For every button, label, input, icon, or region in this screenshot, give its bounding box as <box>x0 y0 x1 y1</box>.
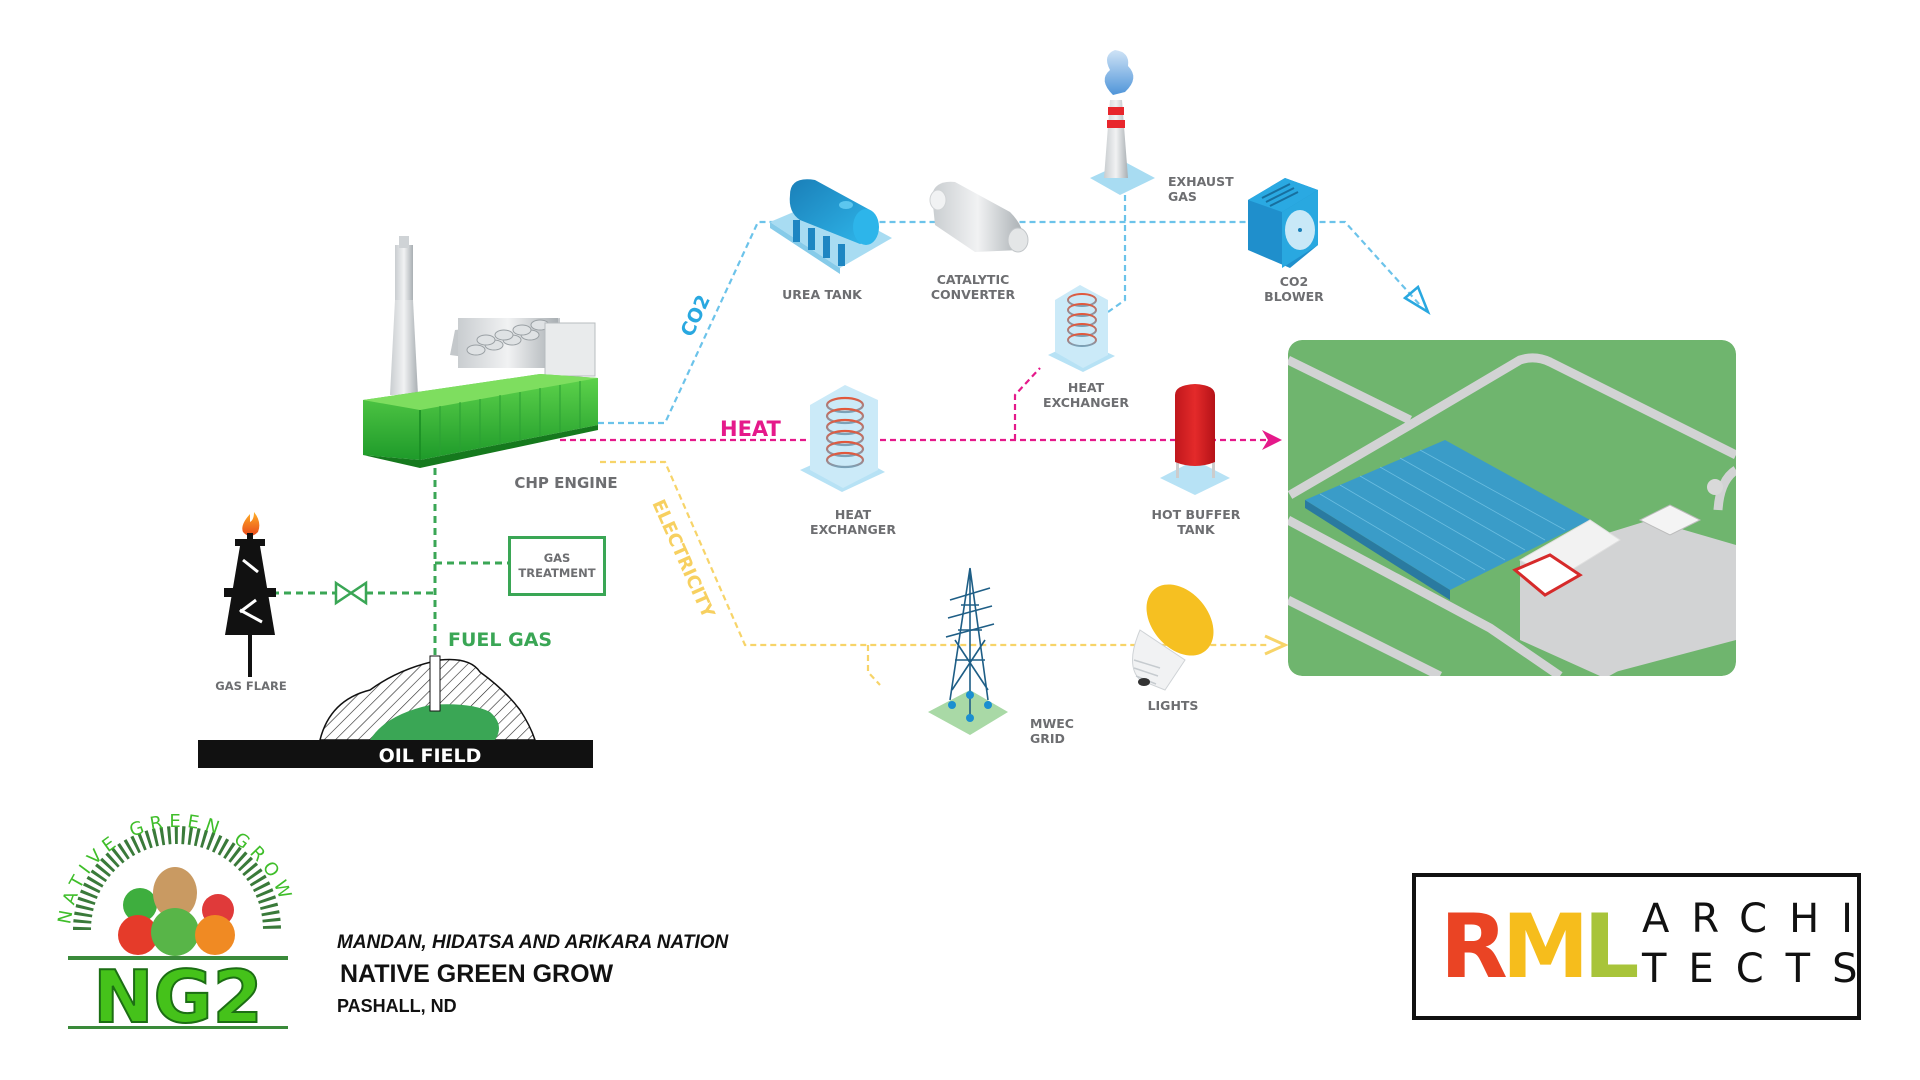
gas-flare-label: GAS FLARE <box>215 679 287 693</box>
heat-flow-line <box>560 367 1268 442</box>
gas-treatment-label-2: TREATMENT <box>518 566 596 580</box>
fuel-gas-flow-label: FUEL GAS <box>448 629 552 651</box>
rml-letter-r: R <box>1440 895 1508 998</box>
catalytic-converter-label-2: CONVERTER <box>931 287 1016 302</box>
greenhouse-site-plan <box>1288 340 1736 676</box>
heat-exchanger-main-label-1: HEAT <box>835 507 872 522</box>
rml-letter-l: L <box>1583 895 1639 998</box>
lights-label: LIGHTS <box>1148 698 1199 713</box>
fuel-gas-line <box>272 468 508 712</box>
gas-flare <box>224 512 276 677</box>
nation-name: MANDAN, HIDATSA AND ARIKARA NATION <box>337 932 729 953</box>
co2-blower-label-2: BLOWER <box>1264 289 1324 304</box>
co2-arrow-head <box>1402 284 1431 316</box>
urea-tank <box>770 179 892 274</box>
co2-flow-label: CO2 <box>677 292 715 341</box>
ng2-mark: NG2 <box>93 955 262 1039</box>
exhaust-gas-label-2: GAS <box>1168 189 1197 204</box>
gas-treatment-label-1: GAS <box>543 551 571 565</box>
ng2-logo: NG2 NATIVE GREEN GROW <box>54 811 291 1040</box>
heat-exchanger-top-label-2: EXCHANGER <box>1043 395 1129 410</box>
heat-flow-label: HEAT <box>720 417 782 441</box>
heat-exchanger-top-label-1: HEAT <box>1068 380 1105 395</box>
co2-blower <box>1248 178 1318 268</box>
heat-arrow-head <box>1262 430 1282 450</box>
heat-exchanger-main <box>800 385 885 492</box>
chp-engine <box>363 236 598 468</box>
urea-tank-label: UREA TANK <box>782 287 863 302</box>
mwec-grid-label-2: GRID <box>1030 731 1065 746</box>
co2-flow-line <box>598 195 1421 425</box>
mwec-grid-tower <box>928 567 1008 735</box>
hot-buffer-tank-label-1: HOT BUFFER <box>1152 507 1241 522</box>
rml-word-line-2: TECTS <box>1642 946 1880 992</box>
heat-exchanger-main-label-2: EXCHANGER <box>810 522 896 537</box>
catalytic-converter-label-1: CATALYTIC <box>937 272 1010 287</box>
oil-field <box>198 655 593 768</box>
rml-letters: RML <box>1440 903 1639 991</box>
gas-treatment-box: GAS TREATMENT <box>508 536 606 596</box>
rml-architects-logo: RML ARCHI TECTS <box>1412 873 1861 1020</box>
lights-bulb <box>1132 584 1214 691</box>
valve-icon <box>334 580 368 606</box>
project-location: PASHALL, ND <box>337 996 457 1016</box>
electricity-flow-line <box>600 460 1270 686</box>
catalytic-converter <box>929 181 1029 253</box>
rml-letter-m: M <box>1501 895 1590 998</box>
heat-exchanger-top <box>1048 285 1115 372</box>
co2-blower-label-1: CO2 <box>1280 274 1309 289</box>
hot-buffer-tank-label-2: TANK <box>1177 522 1216 537</box>
electricity-arrow-head <box>1264 634 1289 656</box>
exhaust-gas-label-1: EXHAUST <box>1168 174 1234 189</box>
exhaust-stack <box>1090 50 1155 195</box>
rml-word-line-1: ARCHI <box>1642 896 1875 942</box>
mwec-grid-label-1: MWEC <box>1030 716 1074 731</box>
oil-field-label: OIL FIELD <box>379 745 482 767</box>
chp-engine-label: CHP ENGINE <box>514 474 617 492</box>
hot-buffer-tank <box>1160 384 1230 495</box>
project-name: NATIVE GREEN GROW <box>340 960 614 988</box>
